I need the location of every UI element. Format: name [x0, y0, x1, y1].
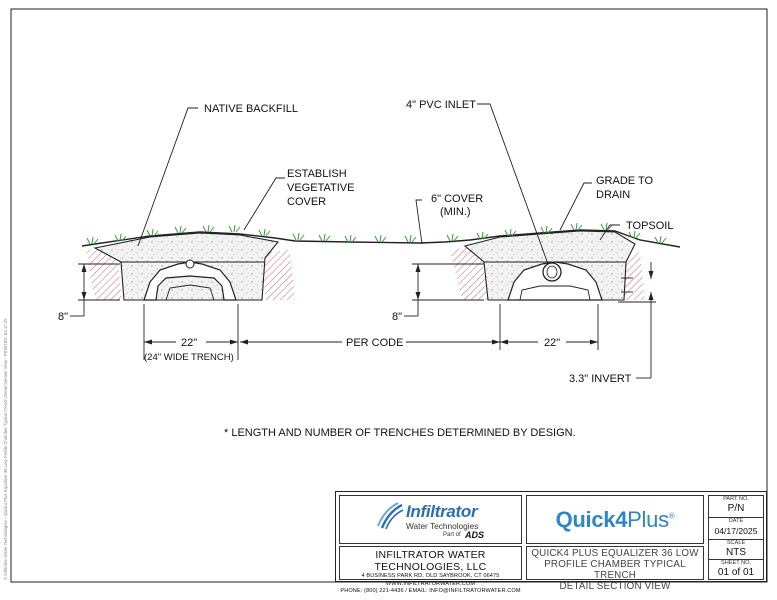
ads-logo: ADS	[465, 530, 485, 540]
label-invert: 3.3" INVERT	[569, 373, 632, 385]
title-block: Infiltrator Water Technologies Part of A…	[335, 491, 767, 594]
description-line-2: PROFILE CHAMBER TYPICAL TRENCH	[544, 559, 686, 581]
sheet-number: 01 of 01	[717, 567, 755, 578]
left-trench-native-soil	[86, 250, 122, 300]
company-contact: PHONE: (800) 221-4436 / EMAIL: INFO@INFI…	[340, 588, 521, 594]
infiltrator-logo-icon	[377, 502, 404, 530]
label-cover-2: (MIN.)	[440, 206, 471, 218]
company-address-cell: INFILTRATOR WATER TECHNOLOGIES, LLC 4 BU…	[339, 546, 522, 594]
label-left-22in: 22"	[181, 337, 197, 349]
company-name: INFILTRATOR WATER TECHNOLOGIES, LLC	[374, 549, 487, 573]
brand-name: Infiltrator	[406, 502, 478, 521]
product-logo-cell: Quick4Plus®	[526, 495, 704, 544]
label-left-8in: 8"	[58, 311, 68, 323]
design-note: * LENGTH AND NUMBER OF TRENCHES DETERMIN…	[224, 427, 576, 439]
label-pvc-inlet: 4" PVC INLET	[406, 99, 476, 111]
brand-subtitle: Water Technologies	[406, 521, 479, 531]
label-cover-1: 6" COVER	[431, 193, 483, 205]
part-number: P/N	[727, 503, 745, 514]
grade-line	[81, 229, 681, 248]
label-right-8in: 8"	[392, 311, 402, 323]
label-per-code: PER CODE	[346, 337, 403, 349]
leader-lines	[137, 103, 620, 265]
brand-part-of: Part of	[443, 532, 461, 538]
right-trench-native-soil-right	[622, 252, 645, 300]
label-native-backfill: NATIVE BACKFILL	[204, 103, 298, 115]
label-right-22in: 22"	[544, 337, 560, 349]
label-grade-2: DRAIN	[596, 189, 630, 201]
left-trench-native-soil-right	[262, 250, 295, 300]
drawing-scale: NTS	[726, 547, 746, 558]
grass-tufts	[86, 222, 667, 245]
drawing-metadata-cell: PART NO. P/N DATE 04/17/2025 SCALE NTS S…	[708, 495, 764, 580]
dimension-lines	[70, 262, 656, 379]
label-grade-1: GRADE TO	[596, 175, 653, 187]
company-website: WWW.INFILTRATORWATER.COM	[385, 580, 476, 587]
description-line-1: QUICK4 PLUS EQUALIZER 36 LOW	[531, 548, 699, 559]
label-topsoil: TOPSOIL	[626, 220, 673, 232]
label-establish-3: COVER	[287, 196, 326, 208]
drawing-frame	[10, 8, 768, 583]
label-establish-2: VEGETATIVE	[287, 182, 354, 194]
pvc-inlet-pipe	[542, 262, 562, 282]
sheet-field: SHEET NO. 01 of 01	[709, 560, 763, 579]
company-address: 4 BUSINESS PARK RD, OLD SAYBROOK, CT 064…	[361, 573, 500, 579]
scale-field: SCALE NTS	[709, 540, 763, 560]
dimension-arrows	[81, 264, 654, 345]
right-trench-native-soil	[450, 246, 487, 300]
label-left-trench-width: (24" WIDE TRENCH)	[144, 352, 234, 363]
part-number-field: PART NO. P/N	[709, 496, 763, 518]
drawing-date: 04/17/2025	[714, 526, 758, 536]
side-print-note: © Infiltrator Water Technologies - Quick…	[3, 318, 8, 580]
product-logo: Quick4Plus®	[555, 506, 675, 532]
drawing-description-cell: QUICK4 PLUS EQUALIZER 36 LOW PROFILE CHA…	[526, 546, 704, 592]
label-establish-1: ESTABLISH	[287, 168, 347, 180]
description-line-3: DETAIL SECTION VIEW	[559, 581, 671, 592]
logo-cell: Infiltrator Water Technologies Part of A…	[339, 495, 522, 544]
left-chamber	[143, 261, 237, 301]
date-field: DATE 04/17/2025	[709, 518, 763, 540]
